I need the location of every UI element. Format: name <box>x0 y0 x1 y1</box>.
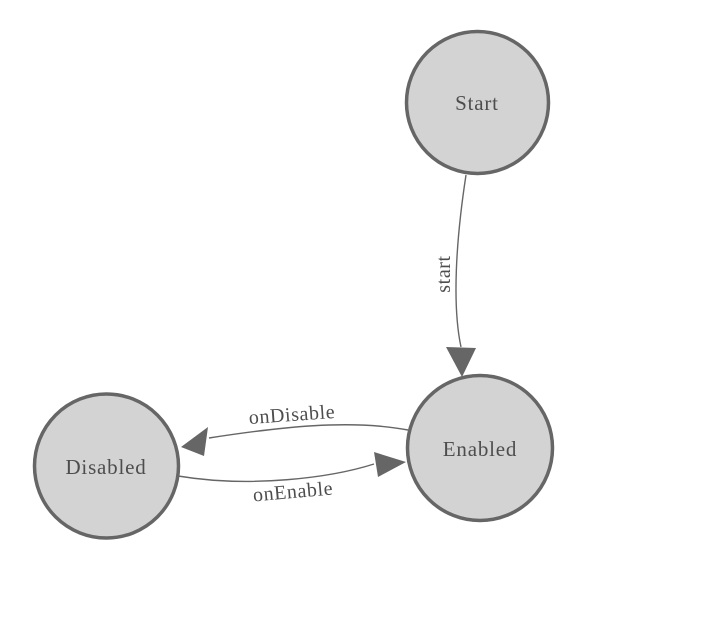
edge-start-to-enabled <box>455 174 467 348</box>
edge-disabled-to-enabled <box>177 463 375 483</box>
state-circle-start <box>404 29 551 176</box>
state-node-disabled: Disabled <box>32 392 181 540</box>
node-label-start: Start <box>455 91 499 115</box>
node-label-disabled: Disabled <box>65 455 146 479</box>
edge-label-start: start <box>433 255 455 292</box>
state-circle-disabled <box>32 392 181 540</box>
state-node-enabled: Enabled <box>405 373 555 523</box>
arrowhead-right-icon <box>374 452 406 477</box>
edge-label-onenable: onEnable <box>252 478 334 507</box>
edge-enabled-to-disabled <box>208 424 409 439</box>
state-circle-enabled <box>405 373 555 523</box>
state-node-start: Start <box>404 29 551 176</box>
arrowhead-down-icon <box>446 347 476 377</box>
node-label-enabled: Enabled <box>443 437 517 461</box>
arrowhead-left-icon <box>181 427 208 456</box>
